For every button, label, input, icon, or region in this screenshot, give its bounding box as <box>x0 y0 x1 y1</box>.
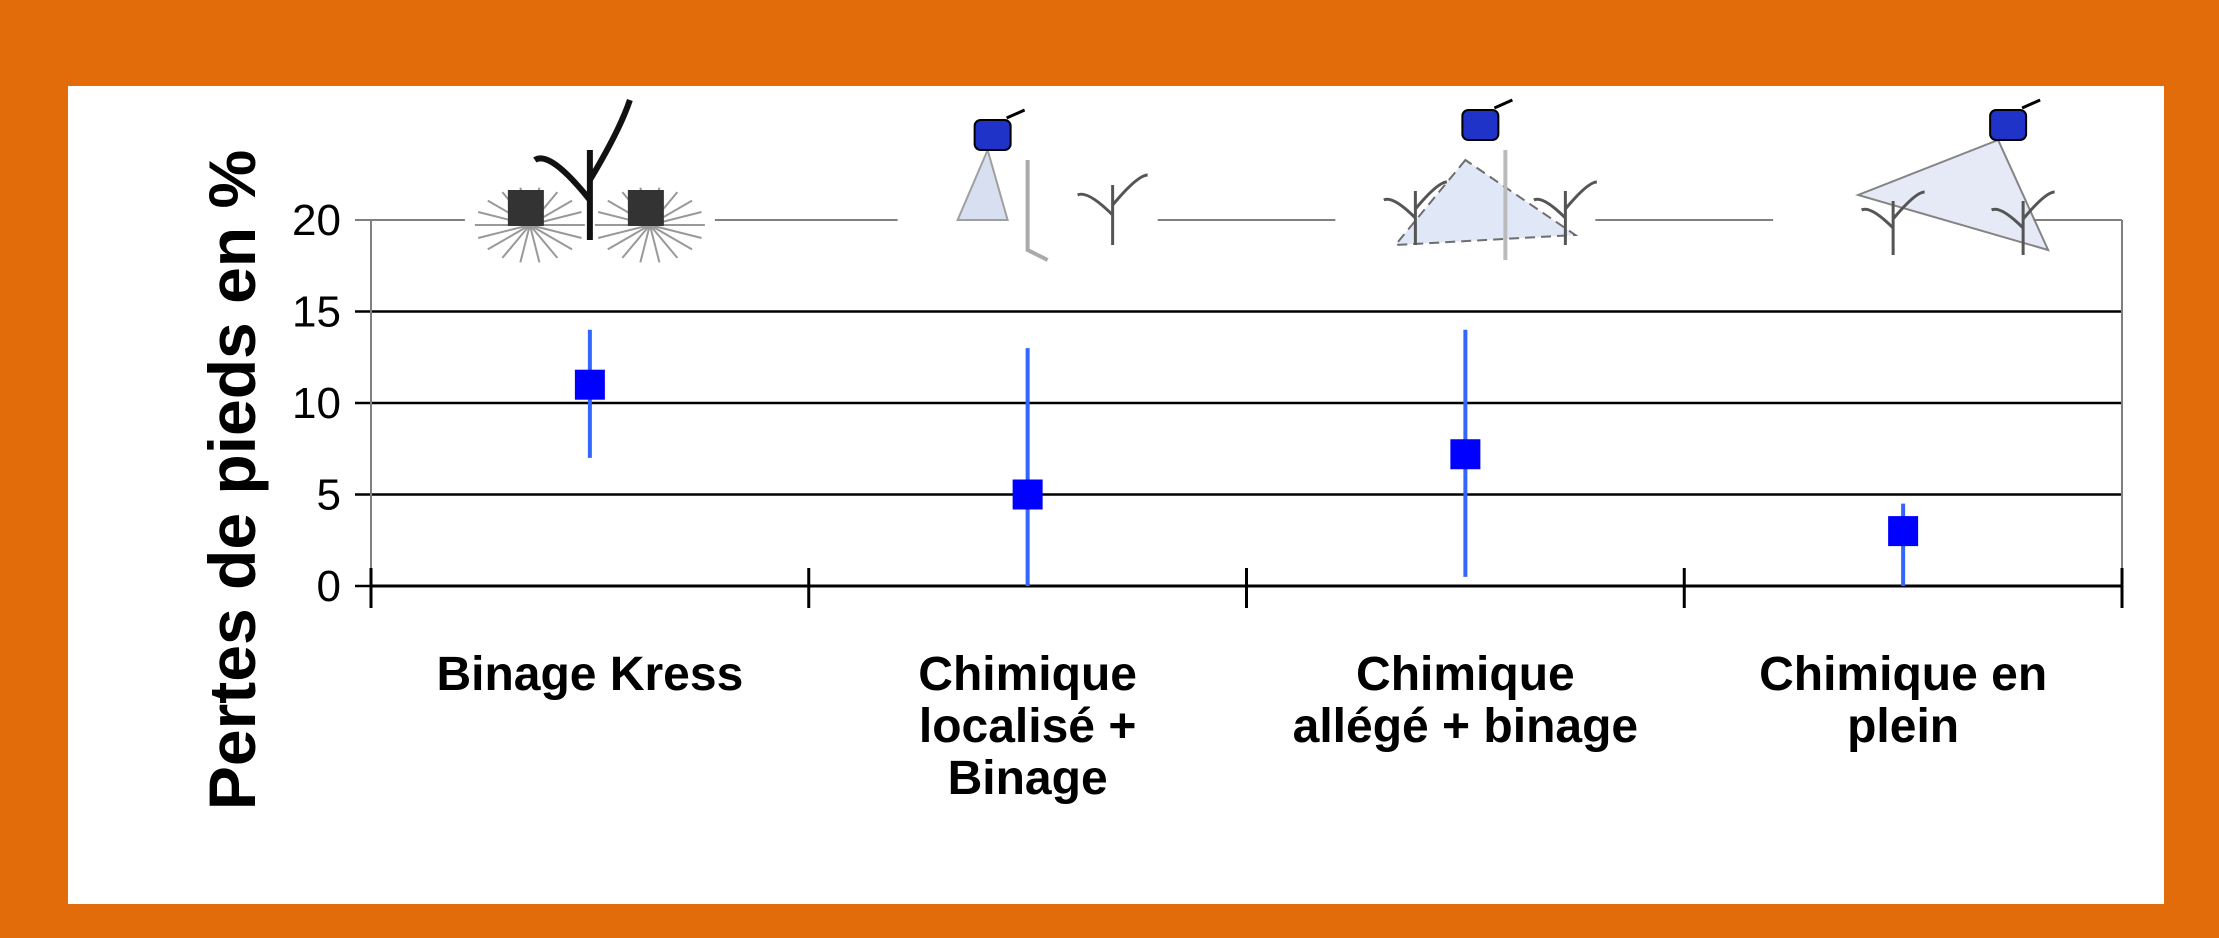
tine <box>477 224 531 239</box>
tine <box>649 224 693 251</box>
localized-spray-icon <box>897 108 1158 262</box>
broadcast-spray-icon <box>1773 98 2055 255</box>
sprout-left <box>1860 190 1925 255</box>
tine <box>607 224 651 251</box>
hoeing-tool-icon <box>464 99 715 263</box>
data-point <box>1450 439 1481 470</box>
category-label-line: Chimique <box>918 648 1137 701</box>
plant <box>533 99 633 240</box>
category-label-line: Chimique en <box>1759 648 2047 701</box>
sprayer-nozzle <box>1493 98 1513 110</box>
tine <box>519 224 531 263</box>
category-label: Binage Kress <box>436 648 743 701</box>
tine <box>528 224 541 263</box>
sprout-right <box>1533 180 1598 245</box>
spray-zone <box>1855 138 2050 252</box>
hoe-block-1 <box>627 190 664 226</box>
tine <box>597 224 651 239</box>
y-tick-label-5: 5 <box>317 471 341 520</box>
data-point <box>574 369 605 400</box>
data-points <box>574 369 1919 547</box>
y-axis-tick-labels: 0 5 10 15 20 <box>292 196 341 611</box>
tine <box>487 224 531 251</box>
y-tick-label-15: 15 <box>292 288 341 337</box>
category-icons <box>464 98 2055 263</box>
tine <box>621 224 651 259</box>
tine <box>529 224 573 251</box>
sprayer <box>1989 109 2028 141</box>
category-label-line: localisé + <box>919 700 1136 753</box>
tine <box>501 224 531 259</box>
tine <box>639 224 651 263</box>
y-tick-label-0: 0 <box>317 562 341 611</box>
tine <box>649 224 679 259</box>
hoe <box>1025 160 1049 262</box>
category-label-line: plein <box>1847 700 1959 753</box>
y-tick-label-20: 20 <box>292 196 341 245</box>
sprout <box>1076 173 1148 245</box>
x-axis <box>369 568 2124 608</box>
sprayer <box>973 119 1012 151</box>
spray-zone <box>1393 158 1579 247</box>
hoe-block-0 <box>507 190 544 226</box>
tine <box>529 224 559 259</box>
sprout-left <box>1383 180 1448 245</box>
y-tick-label-10: 10 <box>292 379 341 428</box>
y-axis-title: Pertes de pieds en % <box>195 150 269 810</box>
category-label-line: Binage <box>948 752 1108 805</box>
category-label-line: Binage Kress <box>436 648 743 701</box>
spray-cone <box>956 147 1009 221</box>
sprayer-nozzle <box>2021 98 2041 110</box>
tine <box>648 224 661 263</box>
category-label-line: allégé + binage <box>1293 700 1638 753</box>
category-label-line: Chimique <box>1356 648 1575 701</box>
sprout-right <box>1990 190 2055 255</box>
data-point <box>1888 516 1919 547</box>
data-point <box>1012 479 1043 510</box>
reduced-spray-icon <box>1335 98 1598 260</box>
sprayer <box>1461 109 1500 141</box>
tine <box>649 224 702 239</box>
tine <box>529 224 582 239</box>
sprayer-nozzle <box>1006 108 1026 120</box>
